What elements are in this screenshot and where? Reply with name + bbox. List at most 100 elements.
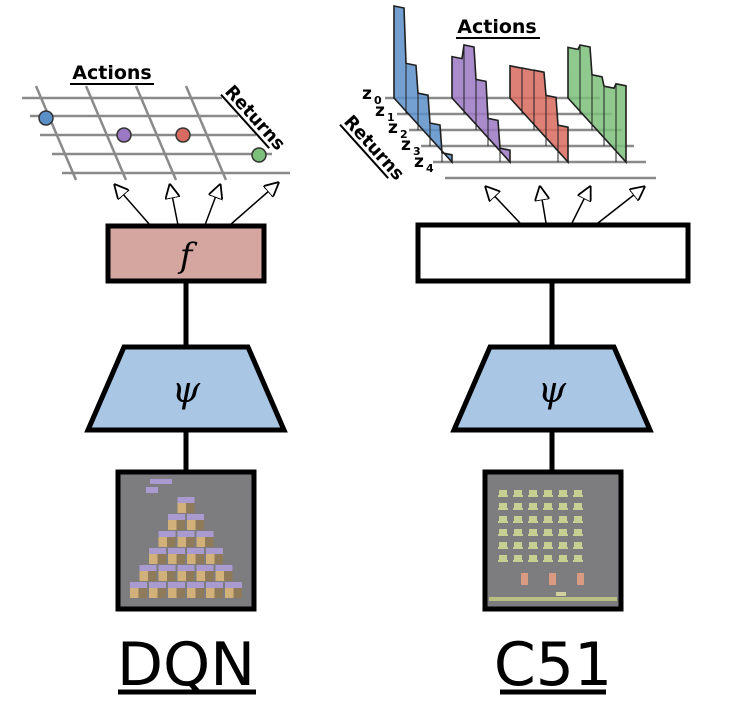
alien bbox=[559, 555, 567, 560]
qbert-cube-right bbox=[195, 554, 204, 564]
qbert-cube-right bbox=[167, 571, 176, 581]
qbert-cube-left bbox=[187, 588, 196, 598]
alien-legs bbox=[498, 534, 508, 536]
alien bbox=[499, 529, 507, 534]
alien bbox=[529, 555, 537, 560]
qbert-cube-right bbox=[176, 554, 185, 564]
qbert-cube-right bbox=[138, 588, 147, 598]
alien-legs bbox=[558, 560, 568, 562]
alien-legs bbox=[498, 495, 508, 497]
alien-legs bbox=[498, 547, 508, 549]
alien-legs bbox=[573, 534, 583, 536]
alien-legs bbox=[543, 547, 553, 549]
qbert-cube-right bbox=[176, 588, 185, 598]
alien bbox=[514, 542, 522, 547]
c51-atom-label: z bbox=[388, 118, 398, 138]
invaders-cannon bbox=[556, 592, 566, 596]
dqn-encoder-symbol: ψ bbox=[172, 370, 201, 411]
qbert-cube-right bbox=[195, 588, 204, 598]
dqn-q-point bbox=[116, 127, 132, 143]
c51-action-distribution bbox=[451, 44, 511, 165]
alien-legs bbox=[528, 560, 538, 562]
qbert-cube-top bbox=[177, 565, 195, 571]
alien-legs bbox=[513, 560, 523, 562]
qbert-cube-left bbox=[168, 554, 177, 564]
alien bbox=[574, 529, 582, 534]
alien bbox=[559, 516, 567, 521]
qbert-cube-top bbox=[187, 548, 204, 554]
qbert-cube-left bbox=[149, 554, 158, 564]
alien bbox=[529, 490, 537, 495]
qbert-cube-top bbox=[187, 514, 204, 520]
alien-legs bbox=[528, 534, 538, 536]
alien-legs bbox=[558, 534, 568, 536]
c51-return-grid bbox=[385, 96, 656, 180]
alien-legs bbox=[573, 508, 583, 510]
alien bbox=[529, 529, 537, 534]
alien bbox=[544, 516, 552, 521]
qbert-cube-left bbox=[139, 571, 148, 581]
alien-legs bbox=[573, 495, 583, 497]
c51-head-box bbox=[415, 222, 691, 284]
qbert-cube-left bbox=[149, 588, 158, 598]
alien-legs bbox=[513, 495, 523, 497]
qbert-cube-top bbox=[168, 514, 185, 520]
alien bbox=[499, 490, 507, 495]
alien bbox=[529, 542, 537, 547]
qbert-cube-top bbox=[206, 548, 223, 554]
alien bbox=[574, 516, 582, 521]
qbert-cube-left bbox=[225, 588, 234, 598]
alien-legs bbox=[513, 547, 523, 549]
alien-legs bbox=[558, 508, 568, 510]
alien-legs bbox=[558, 521, 568, 523]
qbert-cube-left bbox=[206, 554, 215, 564]
alien-legs bbox=[513, 521, 523, 523]
c51-action-distribution bbox=[567, 44, 627, 165]
space-invaders-game-frame bbox=[482, 469, 624, 612]
qbert-cube-right bbox=[186, 537, 195, 547]
alien bbox=[574, 555, 582, 560]
qbert-cube-top bbox=[149, 582, 166, 588]
qbert-cube-top bbox=[139, 565, 157, 571]
qbert-cube-right bbox=[157, 554, 166, 564]
alien bbox=[514, 529, 522, 534]
c51-atom-subscript: 2 bbox=[400, 128, 408, 141]
c51-returns-label: Returns bbox=[339, 111, 408, 184]
qbert-cube-top bbox=[206, 582, 223, 588]
alien bbox=[529, 516, 537, 521]
alien-legs bbox=[528, 495, 538, 497]
c51-encoder-trapezoid bbox=[450, 344, 654, 433]
qbert-cube-top bbox=[187, 582, 204, 588]
alien bbox=[544, 529, 552, 534]
alien-legs bbox=[573, 560, 583, 562]
alien bbox=[544, 542, 552, 547]
invaders-shield bbox=[577, 573, 584, 585]
dqn-actions-label: Actions bbox=[72, 62, 151, 84]
qbert-cube-top bbox=[215, 565, 233, 571]
c51-atom-subscript: 0 bbox=[374, 94, 382, 107]
c51-encoder-symbol: ψ bbox=[538, 370, 567, 411]
alien-legs bbox=[498, 521, 508, 523]
qbert-cube-left bbox=[130, 588, 139, 598]
qbert-cube-right bbox=[157, 588, 166, 598]
qbert-cube-top bbox=[168, 582, 185, 588]
invaders-ground bbox=[489, 597, 617, 601]
dqn-title: DQN bbox=[117, 630, 255, 700]
qbert-cube-right bbox=[205, 571, 214, 581]
qbert-pyramid bbox=[130, 479, 242, 598]
invaders-shield bbox=[549, 573, 556, 585]
qbert-cube-left bbox=[158, 537, 167, 547]
alien bbox=[559, 529, 567, 534]
alien bbox=[544, 503, 552, 508]
qbert-cube-right bbox=[195, 520, 204, 530]
qbert-cube-left bbox=[177, 571, 186, 581]
qbert-cube-right bbox=[214, 554, 223, 564]
c51-atom-label: z bbox=[375, 101, 385, 121]
alien-legs bbox=[558, 547, 568, 549]
qbert-cube-left bbox=[206, 588, 215, 598]
alien bbox=[499, 516, 507, 521]
dqn-returns-underline bbox=[220, 94, 270, 149]
